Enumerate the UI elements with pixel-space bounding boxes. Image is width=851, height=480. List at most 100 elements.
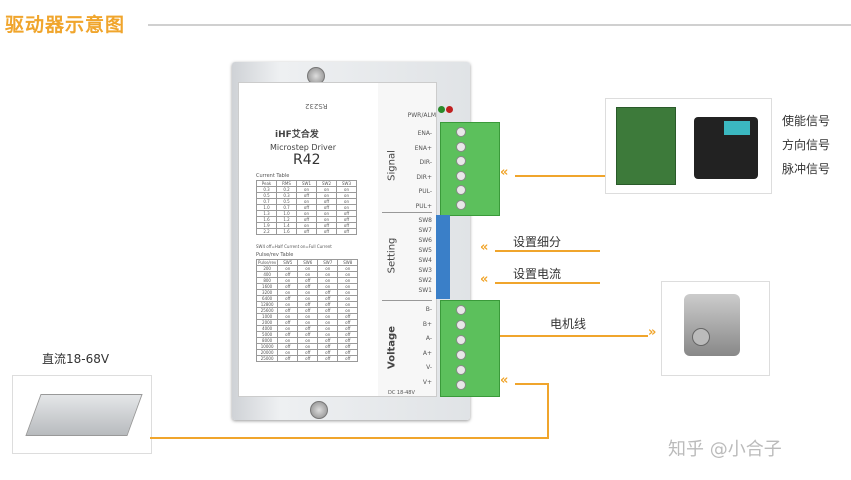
pin-label-sw2: SW2 xyxy=(418,277,432,284)
set-subdivision-label: 设置细分 xyxy=(513,235,562,249)
sw4-note: SW4 off=Half Current on=Full Current xyxy=(256,244,332,249)
terminal-screw-icon xyxy=(456,156,466,166)
power-line xyxy=(515,383,548,385)
pin-label-pulminus: PUL- xyxy=(418,188,432,195)
pin-label-dirminus: DIR- xyxy=(419,159,432,166)
pin-label-sw6: SW6 xyxy=(418,237,432,244)
pin-label-sw3: SW3 xyxy=(418,267,432,274)
power-line xyxy=(150,437,548,439)
subdivision-line xyxy=(495,250,600,252)
plc-image xyxy=(694,117,758,179)
pin-label-bplus: B+ xyxy=(422,320,432,328)
terminal-screw-icon xyxy=(456,305,466,315)
pin-label-vminus: V- xyxy=(426,364,432,371)
table-cell: 2.2 xyxy=(256,228,277,235)
table-cell: off xyxy=(317,355,339,362)
pwr-alm-label: PWR/ALM xyxy=(407,112,436,119)
power-supply-image-box xyxy=(12,375,152,454)
motor-shaft xyxy=(692,328,710,346)
table-cell: off xyxy=(337,355,359,362)
arrow-left-icon: « xyxy=(480,240,489,255)
group-divider xyxy=(382,212,432,213)
table-cell: off xyxy=(296,228,317,235)
motor-image-box xyxy=(661,281,770,376)
pin-label-sw1: SW1 xyxy=(418,287,432,294)
plc-display xyxy=(724,121,750,135)
dc-range-label: DC 18-48V xyxy=(388,390,415,396)
dip-switch[interactable] xyxy=(436,215,450,299)
title-divider xyxy=(148,24,851,26)
power-supply-image xyxy=(25,394,143,436)
table-cell: off xyxy=(297,355,319,362)
arrow-left-icon: « xyxy=(480,272,489,287)
arrow-right-icon: » xyxy=(648,325,657,340)
power-supply-label: 直流18-68V xyxy=(42,352,110,366)
alarm-led-icon xyxy=(446,106,453,113)
terminal-screw-icon xyxy=(456,185,466,195)
driver-subtitle: Microstep Driver xyxy=(270,143,336,152)
brand-logo: iHF艾合发 xyxy=(275,130,319,140)
enable-signal-label: 使能信号 xyxy=(782,114,831,128)
rs232-label: RS232 xyxy=(305,102,328,110)
direction-signal-label: 方向信号 xyxy=(782,138,831,152)
table-cell: Pulse/rev xyxy=(255,259,279,266)
pin-label-aminus: A- xyxy=(425,335,432,342)
diagram-title: 驱动器示意图 xyxy=(5,14,126,36)
table-cell: off xyxy=(277,355,299,362)
terminal-screw-icon xyxy=(456,170,466,181)
pin-label-vplus: V+ xyxy=(422,378,432,386)
table-cell: 25000 xyxy=(255,355,279,362)
terminal-screw-icon xyxy=(456,199,466,210)
current-line xyxy=(495,282,600,284)
set-current-label: 设置电流 xyxy=(513,267,562,281)
terminal-screw-icon xyxy=(456,335,466,345)
table-cell: off xyxy=(316,228,337,235)
signal-line xyxy=(515,175,605,177)
terminal-screw-icon xyxy=(456,127,466,137)
watermark: 知乎 @小合子 xyxy=(668,439,782,460)
motion-card-image xyxy=(616,107,676,185)
pin-label-sw4: SW4 xyxy=(418,257,432,264)
pin-label-sw5: SW5 xyxy=(418,247,432,254)
table-cell: 1.6 xyxy=(276,228,297,235)
voltage-terminal-block xyxy=(440,300,500,397)
terminal-screw-icon xyxy=(456,380,466,390)
motor-line xyxy=(500,335,648,337)
pin-label-sw7: SW7 xyxy=(418,227,432,234)
stepper-motor-image xyxy=(684,294,740,356)
terminal-screw-icon xyxy=(456,350,466,360)
current-table-caption: Current Table xyxy=(256,173,290,179)
power-line xyxy=(547,383,549,439)
pin-label-aplus: A+ xyxy=(422,349,432,357)
controller-image-box xyxy=(605,98,772,194)
driver-model: R42 xyxy=(293,152,321,168)
terminal-screw-icon xyxy=(456,141,466,152)
pulse-table-caption: Pulse/rev Table xyxy=(256,252,294,258)
table-cell: off xyxy=(336,228,357,235)
pin-label-bminus: B- xyxy=(425,306,432,313)
pin-label-pulplus: PUL+ xyxy=(415,202,432,210)
pin-label-enaplus: ENA+ xyxy=(414,144,432,152)
motor-wire-label: 电机线 xyxy=(550,317,587,331)
pin-label-enaminus: ENA- xyxy=(417,130,432,137)
pin-label-dirplus: DIR+ xyxy=(416,173,432,181)
power-led-icon xyxy=(438,106,445,113)
group-divider xyxy=(382,300,432,301)
pin-label-sw8: SW8 xyxy=(418,217,432,224)
terminal-screw-icon xyxy=(456,365,466,375)
terminal-screw-icon xyxy=(456,320,466,330)
signal-terminal-block xyxy=(440,122,500,216)
pulse-signal-label: 脉冲信号 xyxy=(782,162,831,176)
arrow-left-icon: « xyxy=(500,373,509,388)
